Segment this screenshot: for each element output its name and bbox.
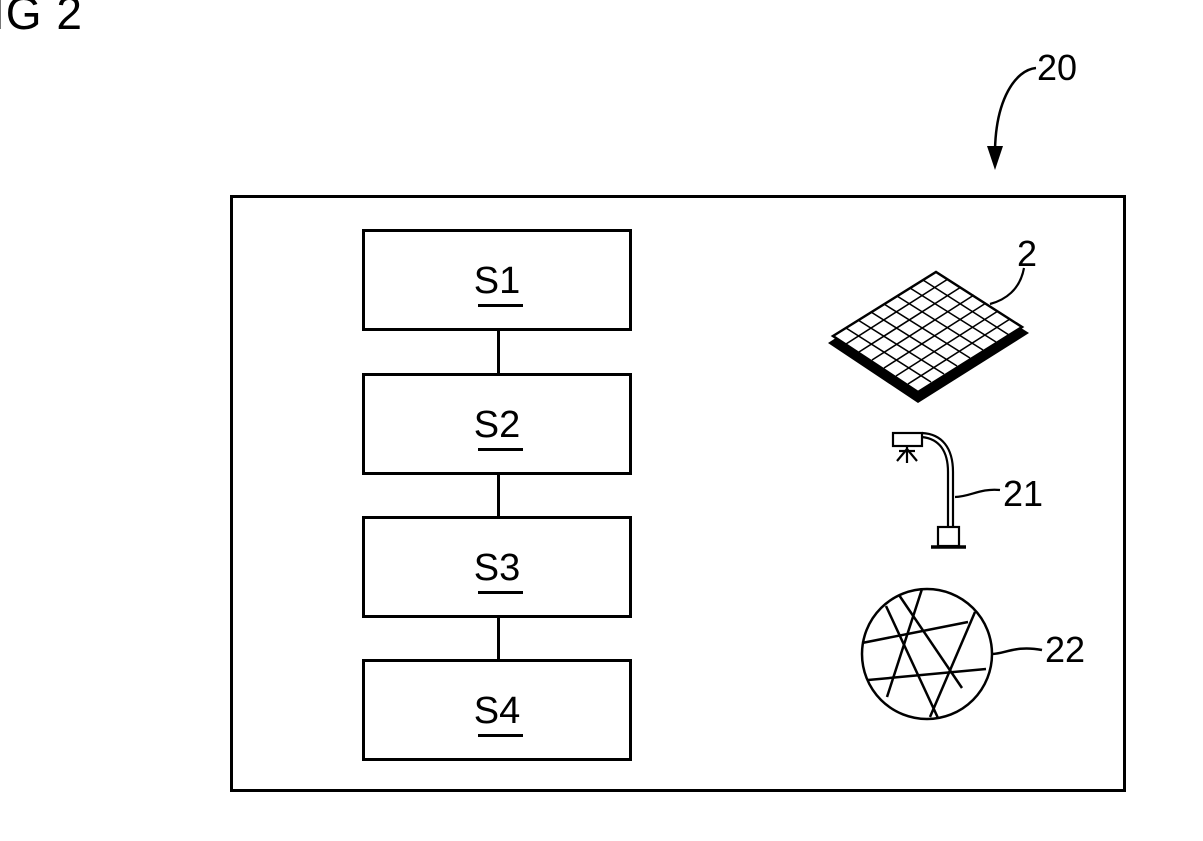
gooseneck-lamp-icon <box>893 433 1000 547</box>
system-reference-arrow <box>987 68 1036 170</box>
camera-shutter-icon <box>862 589 1042 719</box>
grid-panel-icon <box>828 268 1029 403</box>
